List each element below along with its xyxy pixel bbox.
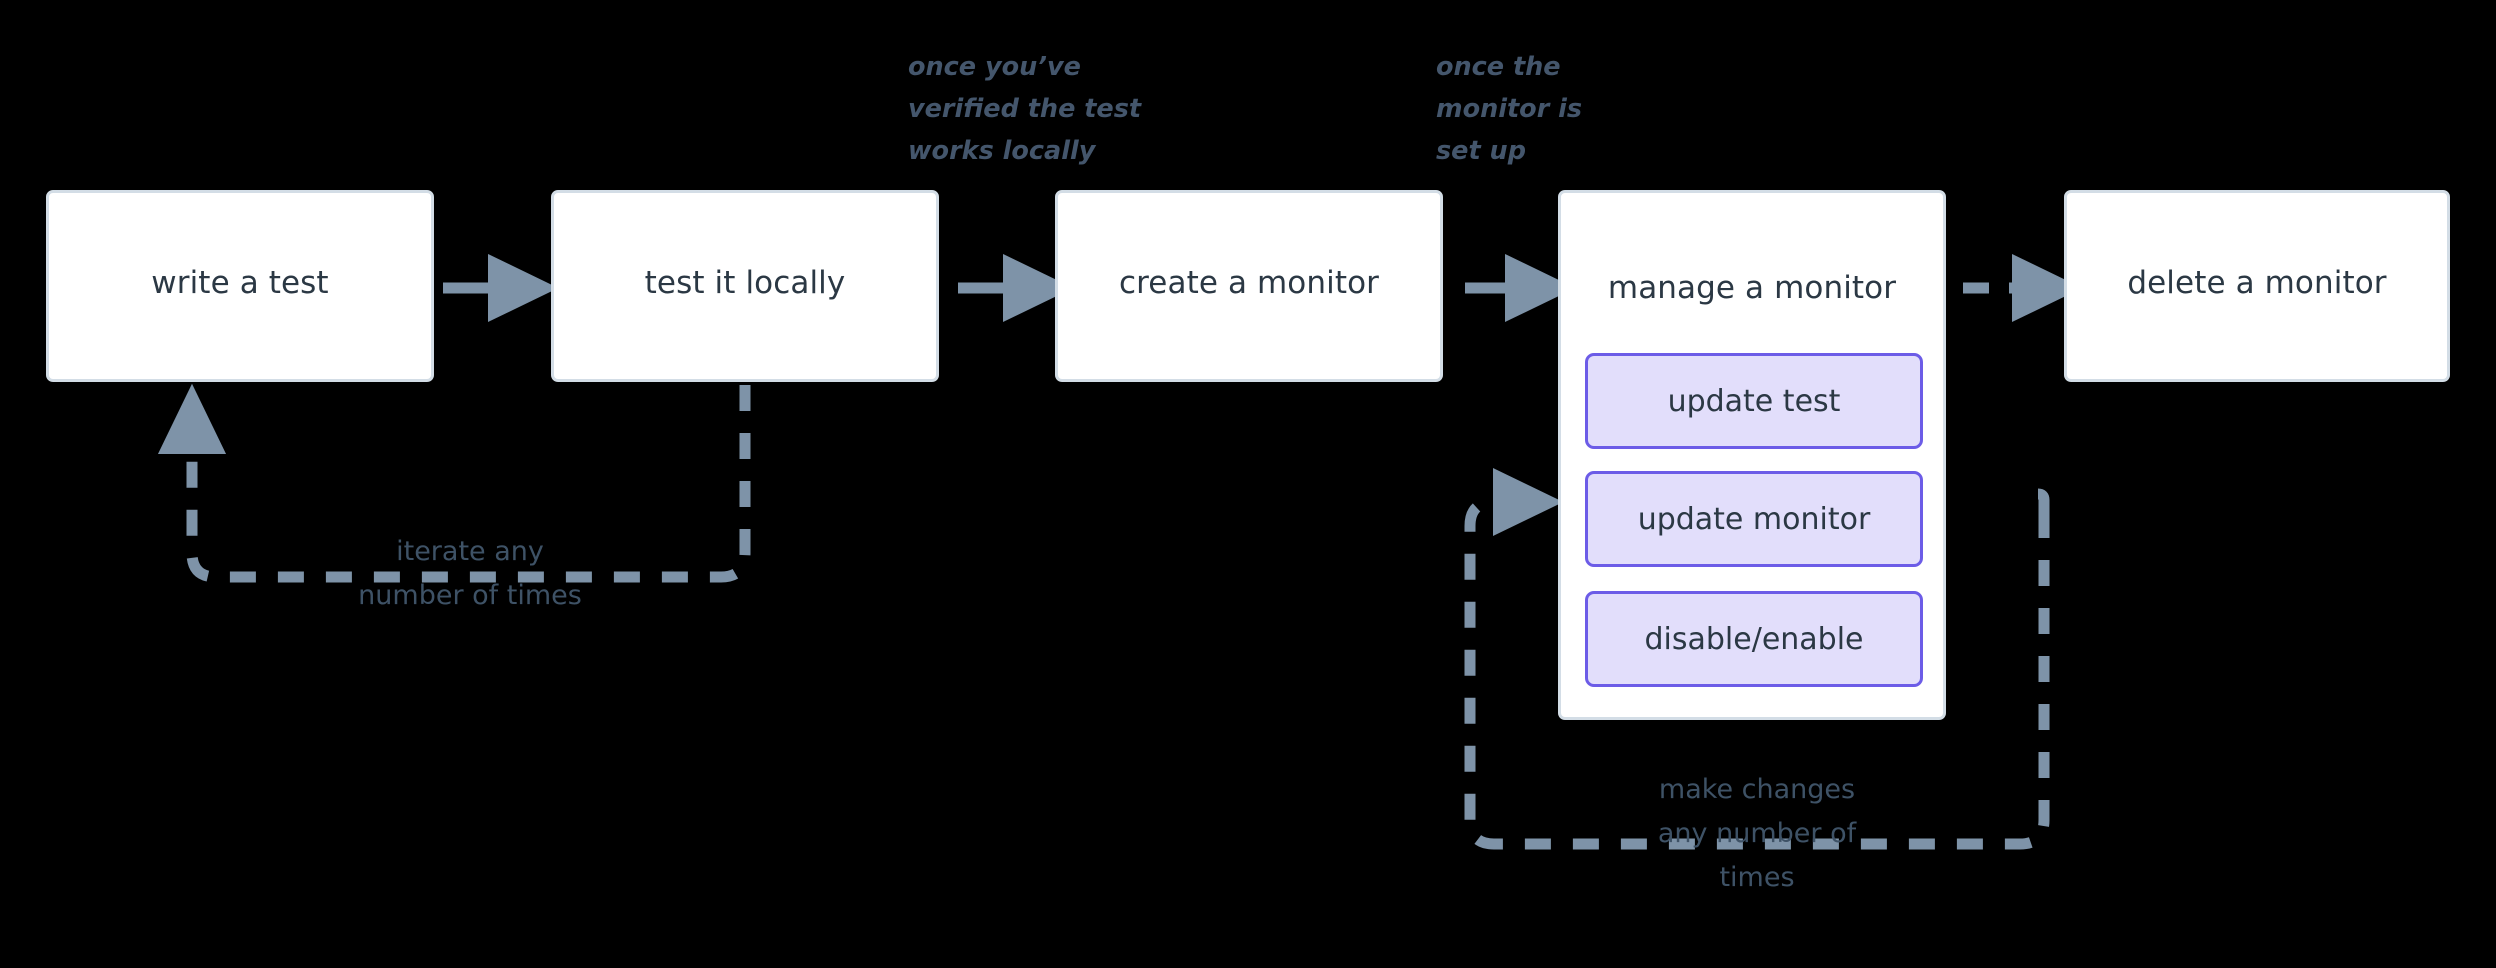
node-manage-a-monitor-label: manage a monitor: [1607, 270, 1897, 306]
node-test-it-locally-label: test it locally: [644, 265, 846, 301]
subnode-update-monitor[interactable]: update monitor: [1585, 471, 1923, 567]
node-create-a-monitor-label: create a monitor: [1119, 265, 1379, 301]
subnode-update-test[interactable]: update test: [1585, 353, 1923, 449]
annotation-make-changes-loop: make changes any number of times: [1657, 774, 1857, 893]
subnode-disable-enable[interactable]: disable/enable: [1585, 591, 1923, 687]
node-write-a-test[interactable]: write a test: [46, 190, 434, 382]
node-delete-a-monitor[interactable]: delete a monitor: [2064, 190, 2450, 382]
node-delete-a-monitor-label: delete a monitor: [2127, 265, 2387, 301]
subnode-update-test-label: update test: [1667, 383, 1841, 419]
node-create-a-monitor[interactable]: create a monitor: [1055, 190, 1443, 382]
node-manage-a-monitor[interactable]: manage a monitor update test update moni…: [1558, 190, 1946, 720]
annotation-monitor-set-up: once the monitor is set up: [1436, 52, 1583, 166]
subnode-update-monitor-label: update monitor: [1637, 501, 1871, 537]
subnode-disable-enable-label: disable/enable: [1644, 621, 1864, 657]
node-test-it-locally[interactable]: test it locally: [551, 190, 939, 382]
node-write-a-test-label: write a test: [151, 265, 329, 301]
annotation-iterate-loop: iterate any number of times: [358, 536, 582, 611]
annotation-verified-locally: once you’ve verified the test works loca…: [908, 52, 1142, 166]
